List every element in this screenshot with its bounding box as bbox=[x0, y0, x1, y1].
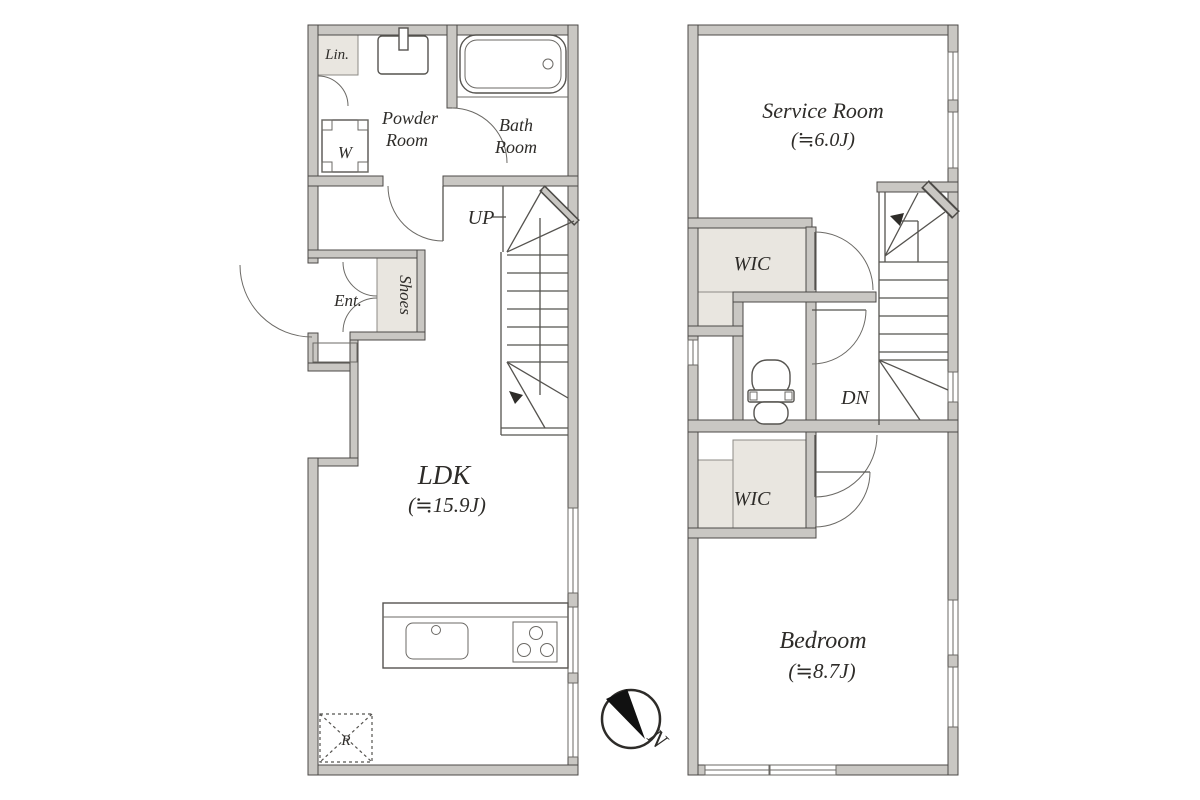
stove-icon bbox=[512, 621, 558, 663]
wic-lower-leg bbox=[697, 459, 734, 529]
stairs-down-arrow bbox=[890, 213, 904, 226]
service-room-door-arc bbox=[814, 231, 874, 291]
kitchen-sink-icon bbox=[405, 622, 469, 660]
entrance-porch bbox=[312, 342, 358, 363]
entrance-door-arc bbox=[239, 264, 313, 338]
service-room-label: Service Room bbox=[762, 98, 884, 123]
washbasin-icon bbox=[377, 27, 429, 75]
stairs-down-label: DN bbox=[840, 387, 870, 409]
wic-upper-area bbox=[697, 226, 807, 293]
floor1-doors bbox=[239, 75, 508, 338]
wic-upper-label: WIC bbox=[734, 253, 771, 275]
refrigerator-label: R bbox=[340, 733, 350, 749]
ldk-label: LDK bbox=[417, 460, 473, 490]
floor1-plan: Lin. Powder Room W Bath Room UP Ent. Sho… bbox=[239, 24, 580, 776]
floor2-windows bbox=[687, 51, 959, 776]
floor2-closets bbox=[697, 226, 807, 529]
stairs-up bbox=[493, 185, 580, 436]
shoes-closet bbox=[376, 257, 418, 333]
bedroom-label: Bedroom bbox=[779, 628, 866, 654]
floor2-plan: Service Room (≒6.0J) WIC WIC DN Bedroom … bbox=[687, 24, 960, 776]
floor2-doors bbox=[811, 231, 878, 528]
stairs-down bbox=[878, 180, 960, 425]
floor1-windows bbox=[567, 507, 579, 758]
powder-room-label-line1: Powder bbox=[381, 108, 439, 128]
shoes-door-arc-bottom bbox=[342, 297, 378, 333]
wic-lower-label: WIC bbox=[734, 488, 771, 510]
bedroom-size-label: (≒8.7J) bbox=[788, 659, 855, 683]
wic-lower-area bbox=[732, 439, 807, 529]
stairs-up-label: UP bbox=[468, 207, 495, 229]
powder-door-arc bbox=[387, 185, 444, 242]
ldk-size-label: (≒15.9J) bbox=[408, 493, 486, 517]
washer-label: W bbox=[338, 143, 354, 162]
refrigerator-icon bbox=[319, 713, 373, 763]
bedroom-door-arc-2 bbox=[814, 471, 871, 528]
compass-needle bbox=[606, 689, 645, 739]
bathtub-icon bbox=[457, 34, 568, 98]
bath-room-label-line1: Bath bbox=[499, 115, 533, 135]
floor1-walls bbox=[307, 24, 579, 776]
linen-label: Lin. bbox=[324, 47, 349, 63]
stairs-up-arrow bbox=[509, 391, 523, 404]
shoes-door-arc-top bbox=[342, 261, 378, 297]
bath-room-label-line2: Room bbox=[494, 137, 537, 157]
linen-door-arc bbox=[317, 75, 349, 107]
toilet-door-arc bbox=[811, 309, 867, 365]
floor1-closets bbox=[315, 32, 418, 333]
bedroom-door-arc-1 bbox=[814, 434, 878, 498]
toilet-icon bbox=[747, 359, 795, 425]
powder-room-label-line2: Room bbox=[385, 130, 428, 150]
compass-icon: N bbox=[600, 688, 673, 755]
shoes-label: Shoes bbox=[396, 275, 415, 315]
entrance-label: Ent. bbox=[333, 291, 362, 310]
kitchen-counter bbox=[382, 602, 569, 669]
wic-upper-leg bbox=[697, 291, 734, 327]
bathroom-door-arc bbox=[451, 107, 508, 164]
service-room-size-label: (≒6.0J) bbox=[791, 129, 855, 151]
washing-machine-icon bbox=[321, 119, 369, 173]
